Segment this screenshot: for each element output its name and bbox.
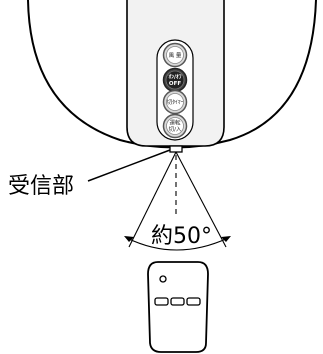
remote-button-2 bbox=[170, 297, 185, 306]
angle-arc-arrow-right-icon bbox=[221, 236, 231, 242]
button-on-off-label-2: OFF bbox=[169, 81, 181, 87]
remote-button-3 bbox=[186, 297, 201, 306]
button-on-off-label-1: ｵﾝ/ｵﾌ bbox=[168, 74, 181, 81]
cone-left-line bbox=[128, 151, 177, 248]
button-fan-speed: 風 量 bbox=[162, 42, 188, 68]
button-operation-label-2: 切/入 bbox=[169, 126, 182, 133]
angle-arc bbox=[126, 237, 229, 251]
angle-arc-arrow-left-icon bbox=[124, 236, 134, 242]
receiver-label: 受信部 bbox=[8, 174, 74, 199]
remote-button-1 bbox=[154, 297, 169, 306]
control-panel: 風 量 ｵﾝ/ｵﾌ OFF 切ﾀｲﾏｰ 運転 切/入 bbox=[126, 0, 225, 153]
button-operation: 運転 切/入 bbox=[162, 113, 188, 139]
receiver-leader-line bbox=[87, 149, 171, 182]
receiver-window bbox=[169, 145, 183, 153]
angle-label: 約50° bbox=[151, 224, 212, 249]
button-off-timer-label: 切ﾀｲﾏｰ bbox=[167, 99, 184, 106]
button-on-off: ｵﾝ/ｵﾌ OFF bbox=[162, 67, 188, 93]
button-off-timer: 切ﾀｲﾏｰ bbox=[162, 89, 188, 115]
button-operation-label-1: 運転 bbox=[169, 120, 181, 127]
cone-right-line bbox=[175, 151, 227, 248]
remote-indicator bbox=[159, 275, 167, 283]
button-fan-speed-label: 風 量 bbox=[169, 52, 182, 59]
remote-control-icon bbox=[147, 261, 209, 353]
